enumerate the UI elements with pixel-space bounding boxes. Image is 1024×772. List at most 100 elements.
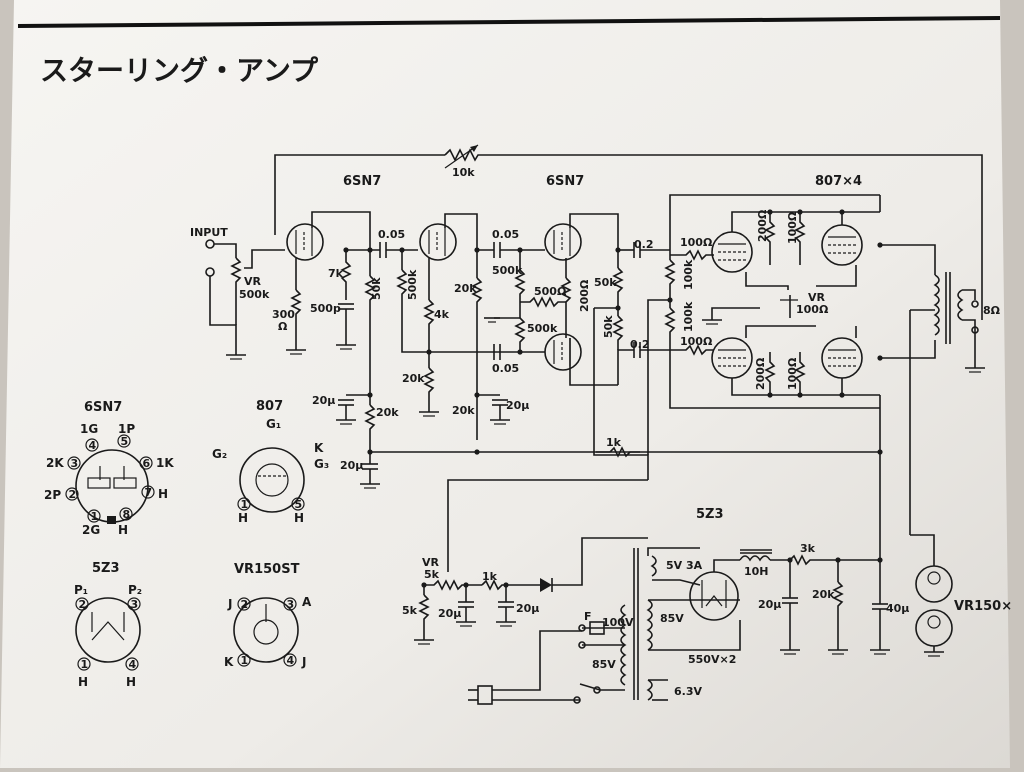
junction-dot-9 bbox=[426, 349, 432, 355]
c005a-label: 0.05 bbox=[378, 228, 405, 241]
t807-pin-label-4: G₃ bbox=[314, 457, 329, 471]
sn7-pin-7-circle bbox=[87, 509, 101, 523]
top-rule bbox=[17, 16, 1001, 28]
pinout-5z3: 5Z3 bbox=[75, 561, 141, 663]
r500k-label: 500k bbox=[406, 269, 419, 300]
r200g-a-label: 200Ω bbox=[756, 209, 769, 242]
junction-dot-4 bbox=[474, 247, 480, 253]
c02a-label: 0.2 bbox=[634, 238, 654, 251]
junction-dot-10 bbox=[367, 392, 373, 398]
z3-pin-3-number: 1 bbox=[81, 658, 89, 671]
bplus-rail: 20k 20μ 20μ 20μ 20k 1k bbox=[312, 394, 881, 560]
sn7-pin-3-number: 3 bbox=[71, 457, 79, 470]
vr150-pin-3-number: 1 bbox=[241, 654, 249, 667]
sn7-pin-4-number: 6 bbox=[143, 457, 151, 470]
z3-pin-2-number: 3 bbox=[131, 598, 139, 611]
c20u-f-label: 20μ bbox=[758, 598, 781, 611]
sn7-pin-8-circle bbox=[119, 507, 133, 521]
power-transformer-5v bbox=[650, 555, 657, 577]
r50k-d-label: 50k bbox=[602, 315, 615, 338]
sn7-pin-label-3: 2K bbox=[46, 456, 64, 470]
power-transformer-hv bbox=[646, 599, 653, 651]
junction-dot-17 bbox=[787, 557, 793, 563]
sn7-pin-label-7: 2G bbox=[82, 523, 100, 537]
vr150-pin-2-circle bbox=[283, 597, 297, 611]
vr-bal-value: 100Ω bbox=[796, 303, 829, 316]
r20k-a-label: 20k bbox=[454, 282, 477, 295]
pinout-vr150-title: VR150ST bbox=[234, 562, 300, 577]
sn7-pin-8-number: 8 bbox=[123, 508, 131, 521]
regulator-vr150-a bbox=[915, 565, 953, 603]
junction-dot-27 bbox=[839, 392, 845, 398]
bias-supply: VR 5k 5k 20μ 1k 20μ bbox=[402, 479, 648, 645]
junction-dot-21 bbox=[421, 582, 427, 588]
r100g-b-label: 100Ω bbox=[786, 357, 799, 390]
vr-bal-label: VR bbox=[808, 291, 826, 304]
t807-pin-label-5: H bbox=[238, 511, 248, 525]
vr150-pin-label-4: J bbox=[301, 655, 306, 669]
sn7-pin-label-6: H bbox=[158, 487, 168, 501]
vr150-pin-label-1: J bbox=[227, 597, 232, 611]
sn7-pin-1-number: 4 bbox=[89, 439, 97, 452]
z3-pin-2-circle bbox=[127, 597, 141, 611]
z3-pin-label-1: P₁ bbox=[74, 583, 88, 597]
r200-label: 200Ω bbox=[578, 279, 591, 312]
vr-bias-value: 5k bbox=[424, 568, 440, 581]
r200g-b-label: 200Ω bbox=[754, 357, 767, 390]
output-transformer-secondary bbox=[957, 289, 964, 321]
pinout-807: 807 bbox=[239, 399, 305, 513]
vr-in-label: VR bbox=[244, 275, 262, 288]
r500k-b-label: 500k bbox=[492, 264, 523, 277]
fuse-label: F bbox=[584, 610, 592, 623]
r500-label: 500Ω bbox=[534, 285, 567, 298]
fuse bbox=[589, 621, 605, 635]
pinout-vr150st: VR150ST bbox=[233, 562, 300, 663]
junction-dot-16 bbox=[877, 557, 883, 563]
z3-pin-3-circle bbox=[77, 657, 91, 671]
pinout-807-title: 807 bbox=[256, 399, 283, 414]
v63-label: 6.3V bbox=[674, 685, 702, 698]
z3-pin-label-2: P₂ bbox=[128, 583, 142, 597]
sn7-pin-7-number: 1 bbox=[91, 510, 99, 523]
r300-unit: Ω bbox=[278, 320, 288, 333]
z3-pin-1-circle bbox=[75, 597, 89, 611]
sn7-pin-5-circle bbox=[65, 487, 79, 501]
sn7-pin-label-5: 2P bbox=[44, 488, 61, 502]
r100k-a-label: 100k bbox=[682, 259, 695, 290]
r20k-b-label: 20k bbox=[402, 372, 425, 385]
output-transformer-primary bbox=[933, 274, 940, 336]
junction-dot-14 bbox=[615, 305, 621, 311]
output-stage: 0.2 0.2 50k 50k 100k 100k 100Ω 100Ω bbox=[593, 174, 1001, 535]
rect-name: 5Z3 bbox=[696, 507, 724, 522]
junction-dot-22 bbox=[877, 242, 883, 248]
sn7-pin-label-8: H bbox=[118, 523, 128, 537]
junction-dot-7 bbox=[615, 247, 621, 253]
r500k-c-label: 500k bbox=[527, 322, 558, 335]
r100b-label: 100Ω bbox=[680, 335, 713, 348]
v100-label: 100V bbox=[602, 616, 634, 629]
v85b-label: 85V bbox=[660, 612, 684, 625]
junction-dot-13 bbox=[474, 449, 480, 455]
junction-dot-20 bbox=[503, 582, 509, 588]
t807-pin-label-6: H bbox=[294, 511, 304, 525]
junction-dot-11 bbox=[474, 392, 480, 398]
vr-in-value: 500k bbox=[239, 288, 270, 301]
r300-label: 300 bbox=[272, 308, 295, 321]
c20u-a-label: 20μ bbox=[312, 394, 335, 407]
input-label: INPUT bbox=[190, 226, 228, 239]
t807-pin-label-1: G₁ bbox=[266, 417, 281, 431]
junction-dot-1 bbox=[343, 247, 349, 253]
bias-diode bbox=[540, 578, 552, 592]
c005c-label: 0.05 bbox=[492, 362, 519, 375]
r20k-d-label: 20k bbox=[376, 406, 399, 419]
junction-dot-8 bbox=[667, 297, 673, 303]
vr150-pin-3-circle bbox=[237, 653, 251, 667]
vr150-pin-4-circle bbox=[283, 653, 297, 667]
v85a-label: 85V bbox=[592, 658, 616, 671]
r50k-c-label: 50k bbox=[594, 276, 617, 289]
c02b-label: 0.2 bbox=[630, 338, 650, 351]
vr150-pin-4-number: 4 bbox=[287, 654, 295, 667]
